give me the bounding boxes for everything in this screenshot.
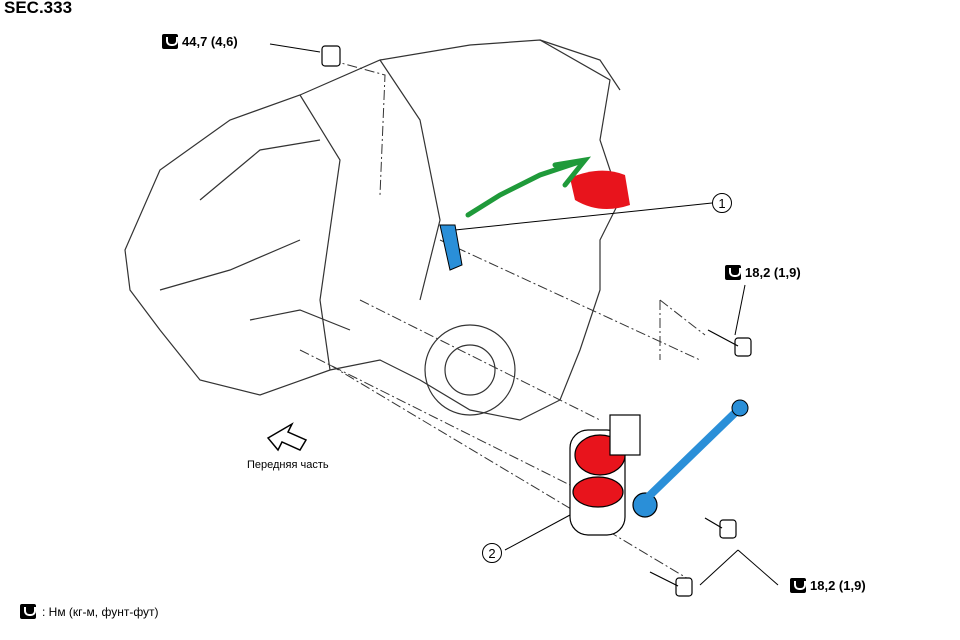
actuator [569, 414, 658, 536]
leader-lines [299, 59, 706, 581]
torque-top: 44,7 (4,6) [162, 34, 238, 49]
front-label: Передняя часть [247, 459, 329, 471]
torque-value: 18,2 (1,9) [745, 265, 801, 280]
torque-icon [20, 604, 36, 619]
torque-right-upper: 18,2 (1,9) [725, 265, 801, 280]
green-arrow [465, 156, 592, 218]
callout-1: 1 [712, 193, 732, 213]
pointer-lines [269, 43, 779, 586]
legend: : Нм (кг-м, фунт-фут) [20, 604, 159, 619]
front-arrow-icon [266, 422, 308, 452]
torque-right-lower: 18,2 (1,9) [790, 578, 866, 593]
transfer-case-outline [124, 39, 621, 421]
callout-2: 2 [482, 543, 502, 563]
red-highlight-top [570, 170, 630, 209]
shift-lever-highlight [439, 224, 463, 271]
torque-icon [162, 34, 178, 49]
shift-rod-highlight [642, 405, 743, 503]
torque-icon [790, 578, 806, 593]
bolts [321, 45, 752, 597]
section-label: SEC.333 [4, 0, 73, 17]
torque-value: 18,2 (1,9) [810, 578, 866, 593]
torque-icon [725, 265, 741, 280]
torque-value: 44,7 (4,6) [182, 34, 238, 49]
legend-text: : Нм (кг-м, фунт-фут) [42, 604, 159, 619]
